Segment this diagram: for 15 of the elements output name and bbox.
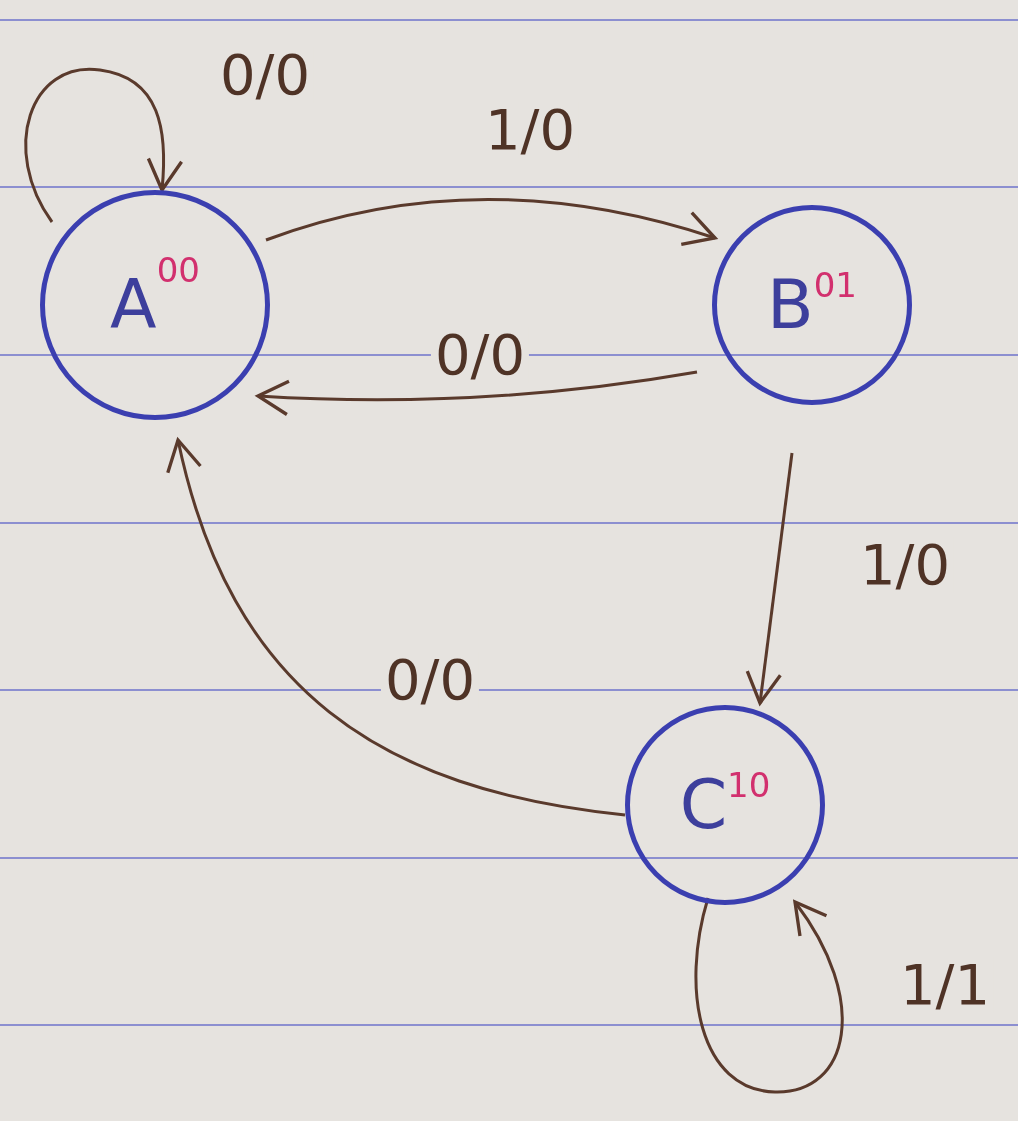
transition-arrow — [256, 370, 698, 416]
state-name: C — [679, 771, 728, 839]
state-circle — [40, 190, 270, 420]
state-name: A — [110, 271, 157, 339]
state-code: 01 — [813, 268, 857, 302]
state-circle — [625, 705, 825, 905]
state-name: B — [767, 271, 814, 339]
transition-arrow — [265, 198, 717, 247]
transition-arrow — [694, 897, 844, 1094]
transition-arrow — [745, 452, 794, 705]
transition-arrow — [167, 438, 626, 817]
state-circle — [712, 205, 912, 405]
transition-arrow — [24, 68, 183, 223]
state-code: 00 — [156, 253, 200, 287]
state-code: 10 — [727, 768, 771, 802]
